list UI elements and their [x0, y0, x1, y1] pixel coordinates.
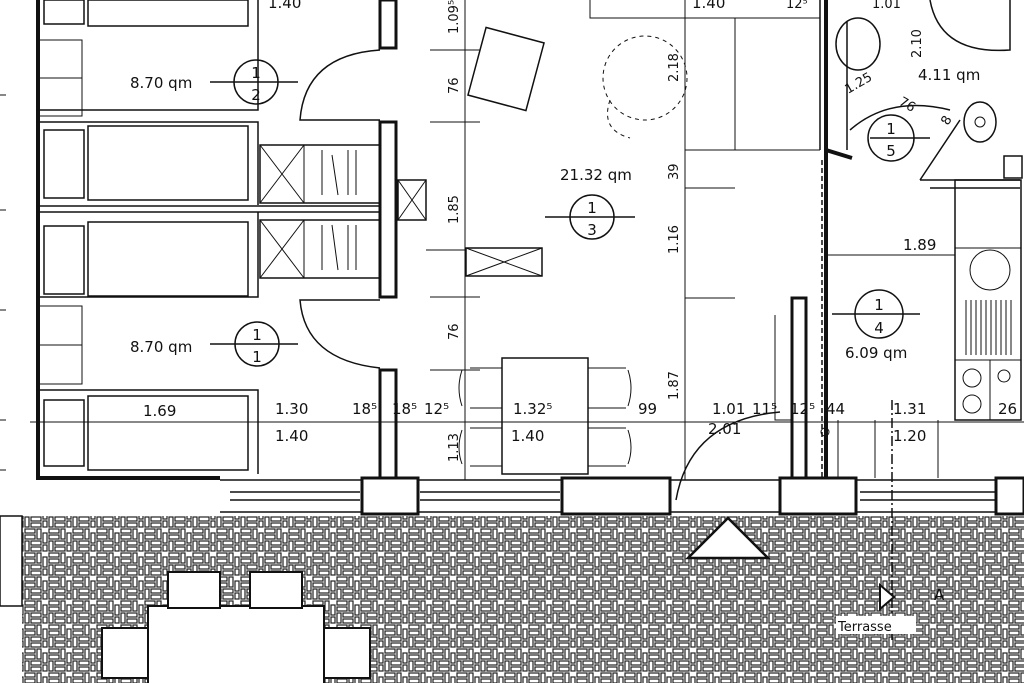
terrace-label: Terrasse: [837, 620, 892, 635]
wardrobes: [259, 26, 545, 279]
svg-text:1: 1: [252, 326, 262, 344]
svg-text:1: 1: [886, 120, 896, 138]
window-strip: [220, 476, 1024, 516]
svg-text:2.10: 2.10: [910, 29, 925, 58]
section-label: A: [934, 586, 945, 604]
svg-text:1.01: 1.01: [712, 400, 745, 418]
room-area: 4.11 qm: [918, 66, 980, 84]
svg-text:1: 1: [251, 64, 261, 82]
svg-text:1.16: 1.16: [667, 225, 682, 254]
svg-text:3: 3: [587, 221, 597, 239]
svg-text:12⁵: 12⁵: [424, 400, 449, 418]
svg-text:26: 26: [998, 400, 1017, 418]
terrace-table: [101, 571, 371, 683]
walls: [36, 0, 1023, 482]
room-marker-1-1: 1 1 8.70 qm: [130, 321, 298, 367]
doors: [299, 49, 951, 501]
room-marker-1-3: 1 3 21.32 qm: [545, 166, 635, 240]
svg-text:1.31: 1.31: [893, 400, 926, 418]
beds: [40, 0, 249, 471]
room-marker-1-4: 1 4 6.09 qm: [832, 289, 920, 362]
svg-text:4: 4: [874, 319, 884, 337]
svg-text:2.01: 2.01: [708, 420, 741, 438]
svg-text:2: 2: [251, 86, 261, 104]
svg-text:1.20: 1.20: [893, 427, 926, 445]
svg-text:12⁵: 12⁵: [786, 0, 808, 12]
svg-text:5: 5: [886, 142, 896, 160]
room-area: 8.70 qm: [130, 74, 192, 92]
svg-text:76: 76: [896, 94, 918, 115]
svg-text:1: 1: [587, 199, 597, 217]
svg-text:2.18: 2.18: [667, 53, 682, 82]
svg-text:18⁵: 18⁵: [352, 400, 377, 418]
svg-text:1.40: 1.40: [692, 0, 725, 12]
svg-text:1.40: 1.40: [268, 0, 301, 12]
svg-text:1.32⁵: 1.32⁵: [513, 400, 552, 418]
svg-text:44: 44: [826, 400, 845, 418]
room-area: 6.09 qm: [845, 344, 907, 362]
svg-text:1.40: 1.40: [511, 427, 544, 445]
svg-text:12⁵: 12⁵: [790, 400, 815, 418]
svg-text:76: 76: [447, 77, 462, 94]
kitchen-counter: [774, 179, 1022, 478]
room-marker-1-2: 1 2 8.70 qm: [130, 59, 298, 105]
svg-text:1.30: 1.30: [275, 400, 308, 418]
svg-text:39: 39: [667, 163, 682, 180]
room-marker-1-5: 1 5 4.11 qm: [867, 66, 980, 162]
terrace-edge: [0, 515, 23, 607]
bathroom-fixtures: [835, 0, 1011, 150]
svg-text:1: 1: [874, 296, 884, 314]
svg-text:1.87: 1.87: [667, 371, 682, 400]
svg-text:1.69: 1.69: [143, 402, 176, 420]
svg-text:8: 8: [938, 113, 955, 128]
svg-text:1.40: 1.40: [275, 427, 308, 445]
svg-text:76: 76: [447, 323, 462, 340]
svg-text:1: 1: [252, 348, 262, 366]
section-arrow-icon: [879, 582, 896, 612]
room-area: 8.70 qm: [130, 338, 192, 356]
svg-text:1.09⁵: 1.09⁵: [447, 0, 462, 34]
svg-text:1.01: 1.01: [872, 0, 901, 12]
svg-text:18⁵: 18⁵: [392, 400, 417, 418]
svg-text:1.89: 1.89: [903, 236, 936, 254]
svg-text:1.13: 1.13: [447, 433, 462, 462]
dining-table: [458, 35, 688, 475]
svg-text:11⁵: 11⁵: [752, 400, 777, 418]
room-area: 21.32 qm: [560, 166, 632, 184]
dimension-labels: 1.40 1.40 12⁵ 1.01 1.09⁵ 76 1.85 76 1.13…: [143, 0, 1017, 462]
svg-text:99: 99: [638, 400, 657, 418]
entrance-triangle-icon: [684, 516, 772, 560]
svg-text:1.85: 1.85: [447, 195, 462, 224]
